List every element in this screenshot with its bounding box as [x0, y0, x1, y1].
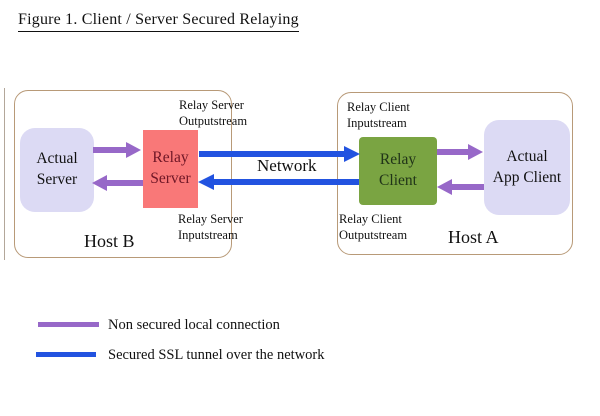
host-b-label: Host B: [84, 231, 135, 251]
relay-client-node: Relay Client: [359, 137, 437, 205]
arrow-shaft: [452, 184, 484, 190]
legend-nonsecured-line-icon: [38, 322, 99, 327]
arrow-relayclient-to-actualappclient: [437, 144, 483, 160]
relay-client-outputstream-label: Relay Client Outputstream: [339, 212, 408, 242]
figure-title: Figure 1. Client / Server Secured Relayi…: [18, 11, 299, 32]
arrow-shaft: [199, 151, 344, 157]
arrow-actualappclient-to-relayclient: [437, 179, 484, 195]
host-a-label: Host A: [448, 227, 499, 247]
arrow-left-head-icon: [92, 175, 107, 191]
host-a-container: [337, 92, 573, 255]
host-b-container: [14, 90, 232, 258]
arrow-right-head-icon: [126, 142, 141, 158]
arrow-right-head-icon: [344, 146, 360, 162]
actual-app-client-node: Actual App Client: [484, 120, 570, 215]
page-margin-line: [4, 88, 5, 260]
arrow-shaft: [93, 147, 126, 153]
arrow-actualserver-to-relayserver: [93, 142, 141, 158]
network-label: Network: [257, 156, 317, 175]
relay-server-node: Relay Server: [143, 130, 198, 208]
legend-secured-label: Secured SSL tunnel over the network: [108, 347, 325, 363]
legend-nonsecured-label: Non secured local connection: [108, 317, 280, 333]
arrow-left-head-icon: [437, 179, 452, 195]
arrow-network-to-relayclient: [199, 146, 360, 162]
relay-server-outputstream-label: Relay Server Outputstream: [179, 98, 248, 128]
arrow-left-head-icon: [198, 174, 214, 190]
relay-server-inputstream-label: Relay Server Inputstream: [178, 212, 243, 242]
arrow-relayserver-to-actualserver: [92, 175, 143, 191]
relay-client-inputstream-label: Relay Client Inputstream: [347, 100, 410, 130]
arrow-shaft: [437, 149, 468, 155]
arrow-shaft: [214, 179, 359, 185]
arrow-shaft: [107, 180, 143, 186]
arrow-network-to-relayserver: [198, 174, 359, 190]
actual-server-node: Actual Server: [20, 128, 94, 212]
arrow-right-head-icon: [468, 144, 483, 160]
legend-secured-line-icon: [36, 352, 96, 357]
